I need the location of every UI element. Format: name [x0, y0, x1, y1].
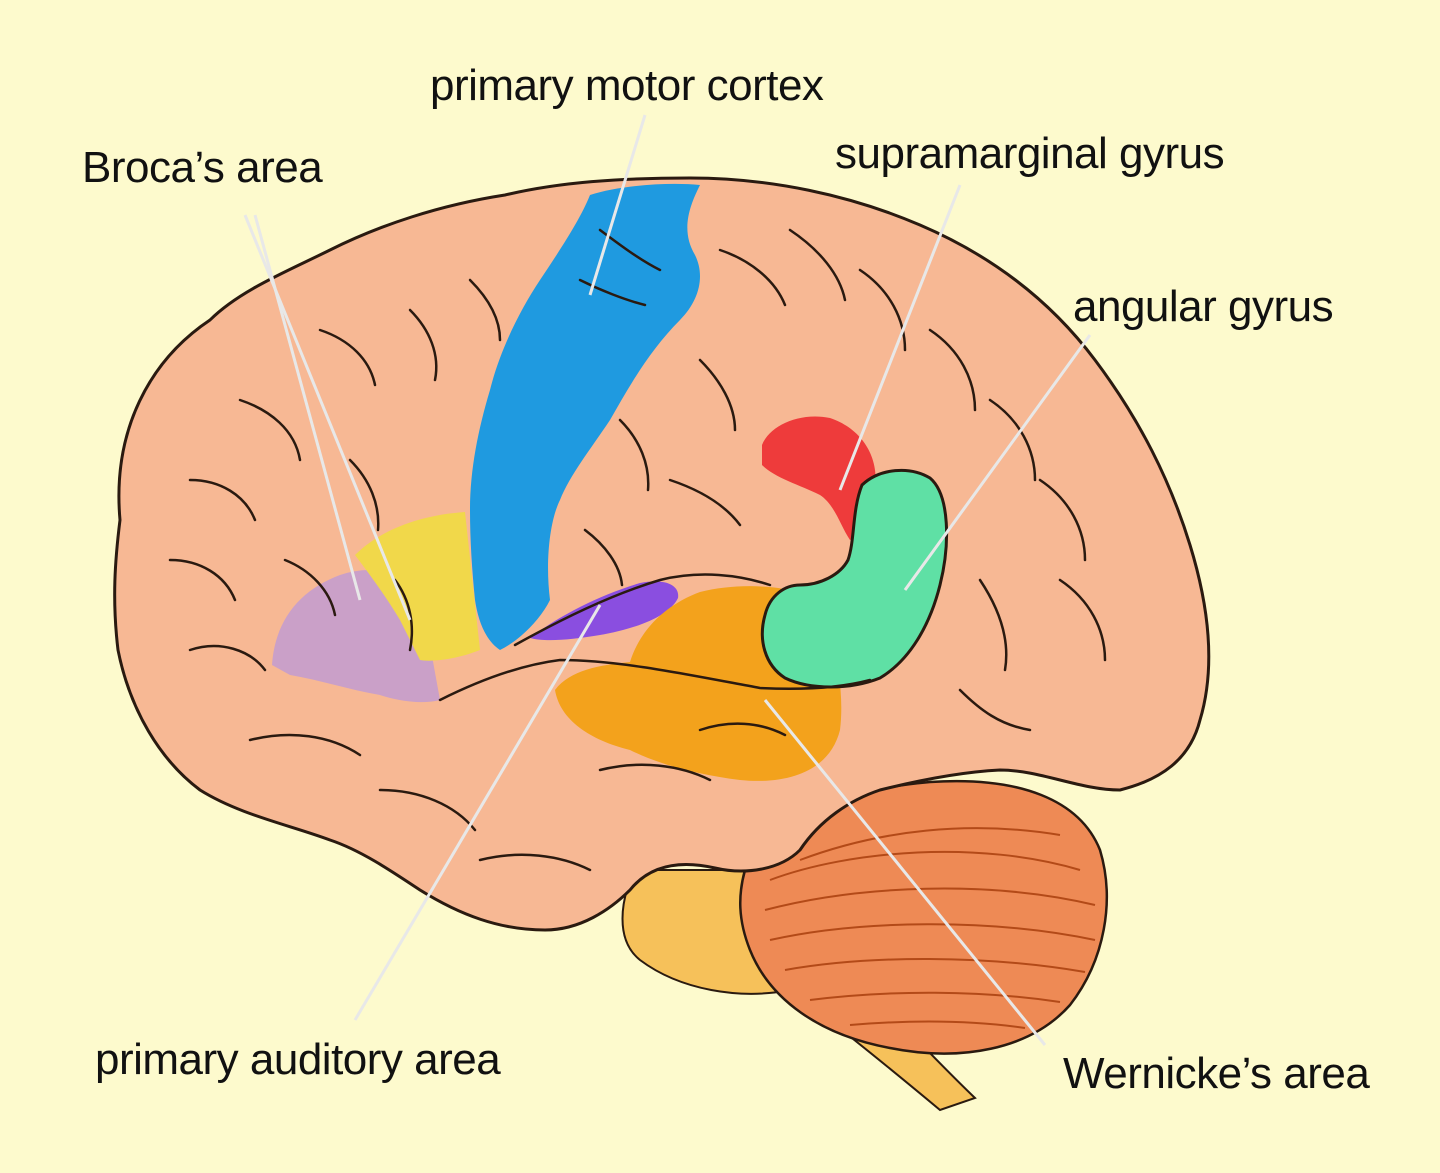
- pointer-brocas-area-2: [253, 214, 362, 601]
- pointer-angular-gyrus: [903, 334, 1092, 591]
- label-primary-auditory-area: primary auditory area: [95, 1035, 501, 1084]
- pointer-lines: [243, 114, 1092, 1046]
- label-wernickes-area: Wernicke’s area: [1063, 1049, 1370, 1098]
- primary-auditory-area-region: [530, 581, 679, 641]
- brocas-area-yellow: [355, 512, 480, 661]
- label-primary-motor-cortex: primary motor cortex: [430, 61, 824, 110]
- pointer-supramarginal-gyrus: [838, 184, 962, 491]
- angular-gyrus-region: [760, 468, 948, 689]
- primary-motor-cortex-region: [470, 183, 700, 651]
- label-angular-gyrus: angular gyrus: [1073, 282, 1334, 331]
- supramarginal-gyrus-region: [762, 416, 876, 540]
- pointer-wernickes-area: [763, 699, 1047, 1046]
- cerebrum: [113, 176, 1211, 932]
- label-brocas-area: Broca’s area: [82, 143, 323, 192]
- brain-folds: [168, 228, 1107, 872]
- pointer-primary-motor-cortex: [588, 114, 647, 296]
- cerebellum: [739, 779, 1108, 1055]
- label-supramarginal-gyrus: supramarginal gyrus: [835, 129, 1225, 178]
- pointer-primary-auditory-area: [353, 604, 602, 1021]
